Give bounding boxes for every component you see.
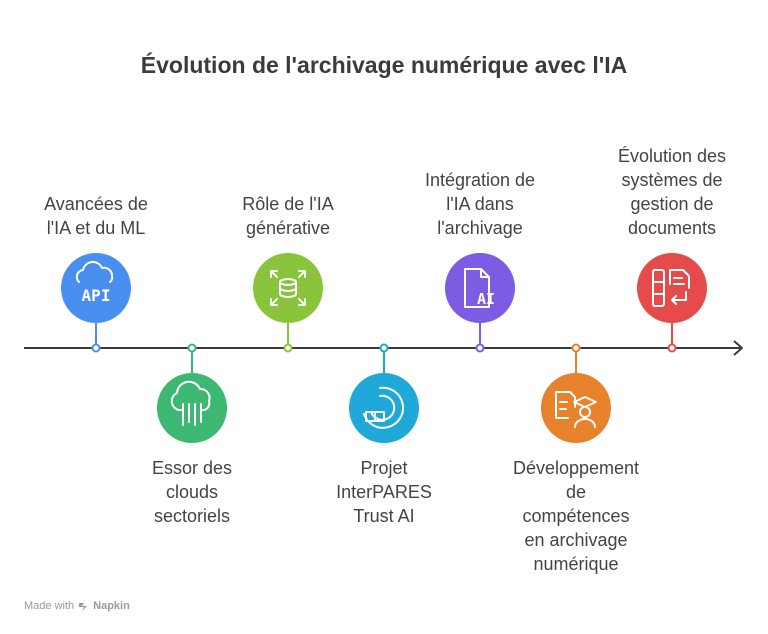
- milestone-1-node: API: [61, 253, 131, 323]
- document-graduate-icon: [555, 391, 597, 428]
- timeline-arrow-icon: [733, 340, 743, 356]
- watermark: Made with Napkin: [24, 600, 130, 612]
- milestone-3-circle: [253, 253, 323, 323]
- milestone-2-marker: [187, 343, 197, 353]
- label-line: de: [565, 482, 587, 502]
- milestone-6-circle: [541, 373, 611, 443]
- label-line: numérique: [533, 554, 619, 574]
- napkin-logo-icon: [79, 602, 88, 611]
- label-line: Intégration de: [424, 170, 536, 190]
- milestone-3-node: [253, 253, 323, 323]
- milestone-2-circle: [157, 373, 227, 443]
- watermark-brand: Napkin: [93, 600, 130, 612]
- svg-text:API: API: [82, 286, 111, 305]
- label-line: Évolution des: [617, 146, 727, 166]
- milestone-6-node: [541, 373, 611, 443]
- database-expand-icon: [270, 270, 306, 306]
- label-line: Rôle de l'IA: [242, 194, 334, 214]
- milestone-3-marker: [283, 343, 293, 353]
- milestone-1-circle: [61, 253, 131, 323]
- milestone-3-label: Rôle de l'IA générative: [208, 192, 368, 240]
- label-line: gestion de: [630, 194, 714, 214]
- milestone-1-marker: [91, 343, 101, 353]
- milestone-2-node: [157, 373, 227, 443]
- label-line: clouds: [165, 482, 219, 502]
- ai-document-icon: AI: [464, 268, 495, 308]
- label-line: Projet: [360, 458, 408, 478]
- milestone-7-circle: [637, 253, 707, 323]
- label-line: générative: [245, 218, 331, 238]
- milestone-4-circle: [349, 373, 419, 443]
- label-line: documents: [627, 218, 717, 238]
- document-system-icon: [652, 269, 690, 307]
- milestone-5-marker: [475, 343, 485, 353]
- milestone-2-label: Essor des clouds sectoriels: [112, 456, 272, 528]
- page-title: Évolution de l'archivage numérique avec …: [140, 52, 628, 78]
- milestone-1-label: Avancées de l'IA et du ML: [16, 192, 176, 240]
- label-line: l'archivage: [437, 218, 523, 238]
- milestone-7-marker: [667, 343, 677, 353]
- cloud-api-icon: API: [75, 260, 114, 305]
- circular-puzzle-icon: [363, 386, 404, 429]
- milestone-6-label: Développement de compétences en archivage nu…: [496, 456, 656, 576]
- watermark-prefix: Made with: [24, 600, 75, 612]
- label-line: Développement: [512, 458, 640, 478]
- label-line: sectoriels: [153, 506, 231, 526]
- label-line: Essor des: [151, 458, 233, 478]
- label-line: systèmes de: [621, 170, 723, 190]
- label-line: l'IA dans: [446, 194, 514, 214]
- milestone-4-node: [349, 373, 419, 443]
- label-line: compétences: [522, 506, 630, 526]
- milestone-5-circle: [445, 253, 515, 323]
- svg-text:AI: AI: [477, 290, 495, 308]
- milestone-6-marker: [571, 343, 581, 353]
- milestone-4-marker: [379, 343, 389, 353]
- label-line: InterPARES: [336, 482, 432, 502]
- milestone-7-node: [637, 253, 707, 323]
- label-line: Trust AI: [353, 506, 415, 526]
- label-line: Avancées de: [44, 194, 148, 214]
- label-line: l'IA et du ML: [46, 218, 146, 238]
- cloud-circuit-icon: [170, 380, 211, 426]
- label-line: en archivage: [524, 530, 628, 550]
- milestone-5-label: Intégration de l'IA dans l'archivage: [400, 168, 560, 240]
- milestone-7-label: Évolution des systèmes de gestion de docume…: [592, 144, 752, 240]
- milestone-5-node: AI: [445, 253, 515, 323]
